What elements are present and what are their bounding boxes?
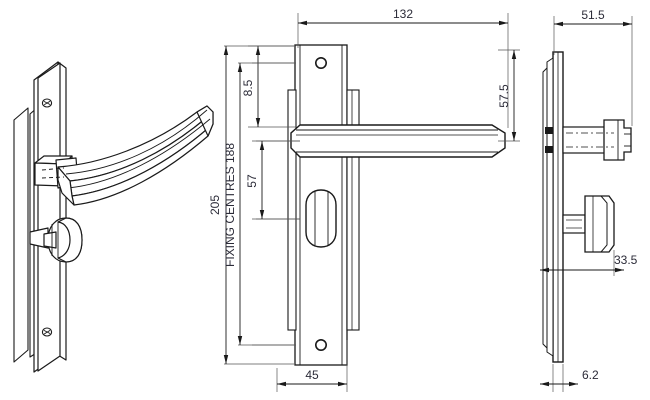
dimension-51-5-label: 51.5	[581, 8, 605, 22]
dimension-57-label: 57	[245, 174, 259, 188]
lever-arm-groove-1	[65, 109, 208, 175]
front-elevation-view	[252, 44, 506, 366]
dimension-57: 57	[245, 140, 300, 220]
dimension-fixing-centres-188: FIXING CENTRES 188	[223, 62, 294, 346]
lever-hidden-lines	[41, 167, 65, 179]
screw-top	[41, 98, 53, 108]
door-edge-outer	[13, 107, 29, 363]
lever-arm-groove-2	[67, 118, 211, 189]
dimension-45-label: 45	[305, 368, 319, 382]
dimension-6-2: 6.2	[540, 364, 599, 392]
dimension-57-5-label: 57.5	[497, 84, 511, 108]
side-lever	[545, 119, 632, 161]
dimension-132-label: 132	[393, 7, 413, 21]
dimension-layer: 132 8.5 205 FIXING CENTRES 188	[208, 7, 638, 392]
dimension-205: 205	[208, 45, 294, 365]
screw-bottom	[41, 327, 53, 337]
dimension-45: 45	[276, 340, 348, 392]
front-lever	[290, 124, 506, 158]
backplate-plate-main	[37, 62, 61, 372]
side-backplate	[542, 51, 564, 363]
dimension-8-5-label: 8.5	[241, 79, 255, 96]
dimension-132: 132	[297, 7, 509, 128]
lever-arm-end-cap	[57, 166, 75, 206]
dimension-6-2-label: 6.2	[582, 368, 599, 382]
side-elevation-view	[542, 51, 632, 363]
isometric-view	[13, 61, 214, 373]
front-fixing-hole-bottom	[314, 338, 327, 351]
front-fixing-hole-top	[314, 56, 327, 69]
dimension-57-5: 57.5	[497, 49, 520, 142]
dimension-fixing-centres-188-label: FIXING CENTRES 188	[223, 143, 237, 267]
thumbturn-stem	[43, 231, 57, 249]
dimension-205-label: 205	[208, 195, 222, 215]
dimension-51-5: 51.5	[553, 8, 633, 126]
front-rose-block-inner	[287, 89, 297, 331]
dimension-33-5-label: 33.5	[614, 253, 638, 267]
lever-arm-tip	[196, 105, 214, 137]
side-thumbturn	[562, 195, 615, 253]
dimension-33-5: 33.5	[540, 250, 638, 276]
front-thumbturn	[305, 189, 337, 248]
